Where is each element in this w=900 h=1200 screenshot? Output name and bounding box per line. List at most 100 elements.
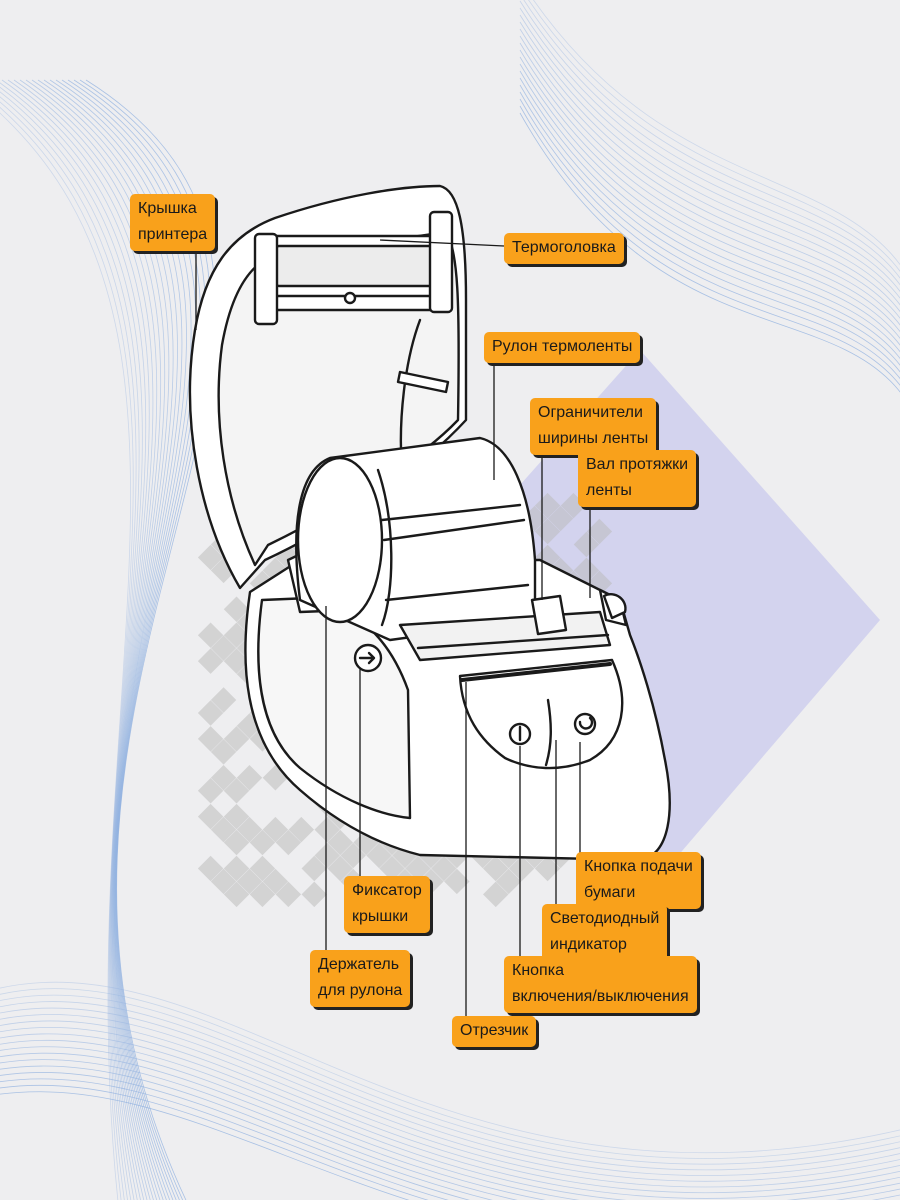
callout-power-button: Кнопка включения/выключения: [504, 956, 697, 1013]
watermark-block: [275, 829, 302, 856]
led-indicator: [544, 698, 552, 767]
wave-line: [0, 1001, 900, 1171]
feed-icon: [578, 716, 594, 730]
wave-line: [519, 56, 900, 339]
watermark-block: [197, 777, 224, 804]
wave-line: [0, 981, 900, 1154]
watermark-block: [210, 635, 237, 661]
watermark-block: [223, 622, 250, 648]
wave-line: [0, 96, 140, 1200]
wave-line: [7, 79, 158, 1200]
watermark-block: [366, 842, 392, 869]
side-lever: [602, 593, 627, 620]
watermark-block: [431, 855, 457, 882]
watermark-block: [223, 777, 250, 804]
watermark-block: [223, 855, 250, 882]
watermark-block: [210, 739, 237, 765]
watermark-block: [223, 803, 250, 830]
wave-line: [0, 1014, 900, 1182]
wave-line: [519, 35, 900, 320]
thermal-head-strip: [274, 244, 436, 288]
callout-cutter-line1: Отрезчик: [460, 1022, 529, 1039]
wave-line: [25, 79, 170, 1200]
watermark-block: [249, 881, 276, 908]
feed-roller: [416, 633, 610, 650]
watermark-block: [275, 881, 302, 908]
watermark-block: [262, 816, 289, 843]
watermark-block: [197, 855, 224, 882]
callout-width-guides-line1: Ограничители: [538, 404, 643, 421]
wave-line: [528, 0, 900, 273]
wave-line: [37, 79, 178, 1200]
wave-line: [61, 79, 197, 1200]
callout-cover-latch-line1: Фиксатор: [352, 882, 422, 899]
wave-line: [519, 7, 900, 293]
front-panel: [458, 658, 624, 770]
wave-line: [0, 1020, 900, 1188]
watermark-block: [534, 855, 561, 882]
callout-cutter: Отрезчик: [452, 1016, 537, 1047]
callout-cover-line1: Крышка: [138, 200, 197, 217]
wave-line: [0, 1084, 429, 1200]
watermark-block: [405, 855, 431, 882]
wave-line: [519, 63, 900, 346]
watermark-block: [586, 518, 613, 545]
wave-line: [0, 1033, 900, 1199]
callout-roll-holder: Держатель для рулона: [310, 950, 411, 1007]
wave-line: [0, 112, 131, 1200]
watermark-block: [236, 816, 263, 843]
wave-line: [0, 87, 147, 1200]
watermark-block: [223, 726, 250, 752]
callout-led-indicator-line1: Светодиодный: [550, 910, 660, 927]
watermark-block: [508, 855, 535, 882]
callout-feed-roller-line2: ленты: [586, 482, 632, 499]
wave-line: [519, 49, 900, 333]
callout-thermal-head-line1: Термоголовка: [512, 239, 616, 256]
watermark-block: [482, 855, 509, 882]
callout-led-indicator: Светодиодный индикатор: [542, 904, 668, 961]
wave-line: [519, 21, 900, 306]
watermark-block: [197, 622, 224, 648]
label-strip-mid: [382, 518, 526, 542]
watermark-block: [314, 842, 340, 869]
wave-line: [43, 79, 183, 1200]
wave-line: [0, 82, 150, 1200]
wave-line: [85, 79, 216, 1200]
watermark-block: [197, 803, 224, 830]
wave-line: [519, 91, 900, 373]
wave-line: [31, 79, 174, 1200]
wave-line: [519, 70, 900, 353]
callout-feed-button: Кнопка подачи бумаги: [576, 852, 701, 909]
callout-roll-holder-line1: Держатель: [318, 956, 400, 973]
wave-line: [19, 79, 166, 1200]
wave-line: [519, 42, 900, 326]
callout-label-roll: Рулон термоленты: [484, 332, 641, 363]
wave-line: [0, 101, 137, 1200]
leader-thermal-head: [379, 239, 505, 247]
callout-led-indicator-line2: индикатор: [550, 936, 627, 953]
watermark-block: [547, 505, 574, 532]
wave-line: [0, 988, 900, 1159]
watermark-block: [495, 868, 522, 895]
callout-feed-button-line1: Кнопка подачи: [584, 858, 693, 875]
wave-line: [0, 1039, 900, 1200]
watermark-block: [236, 868, 263, 895]
wave-line: [0, 1072, 471, 1200]
callout-feed-roller: Вал протяжки ленты: [578, 450, 697, 507]
callout-cover-line2: принтера: [138, 226, 208, 243]
head-bracket-left: [253, 232, 279, 326]
thermal-head-screw: [343, 291, 357, 305]
watermark-block: [223, 648, 250, 674]
watermark-block: [223, 829, 250, 856]
wave-line: [0, 1065, 494, 1200]
watermark-block: [327, 829, 353, 856]
wave-line: [79, 79, 211, 1200]
watermark-block: [236, 765, 263, 791]
callout-roll-holder-line2: для рулона: [318, 982, 403, 999]
watermark-block: [249, 829, 276, 856]
watermark-block: [534, 492, 561, 519]
label-strip-low: [384, 583, 530, 602]
wave-line: [519, 0, 900, 286]
watermark-block: [327, 855, 353, 882]
